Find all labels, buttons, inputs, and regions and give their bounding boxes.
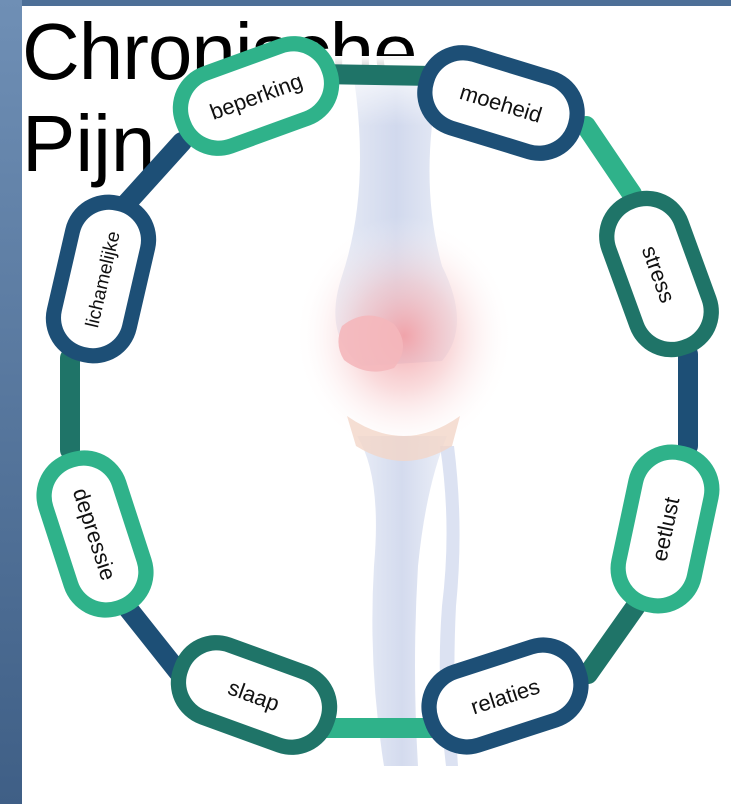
left-frame-border	[0, 0, 22, 804]
chain-link-moeheid: moeheid	[406, 34, 595, 172]
chain-link-eetlust: eetlust	[602, 436, 727, 621]
chain-link-depressie: depressie	[25, 439, 165, 629]
chain-link-slaap: slaap	[158, 623, 349, 768]
chain-connector-5	[126, 606, 180, 674]
chain-connector-1	[586, 126, 632, 194]
chain-link-relaties: relaties	[410, 626, 600, 766]
chain-connector-7	[126, 142, 182, 204]
chain-connector-3	[588, 606, 636, 674]
chain-link-stress: stress	[587, 178, 731, 369]
chain-link-lichamelijke: lichamelijke	[37, 186, 165, 372]
